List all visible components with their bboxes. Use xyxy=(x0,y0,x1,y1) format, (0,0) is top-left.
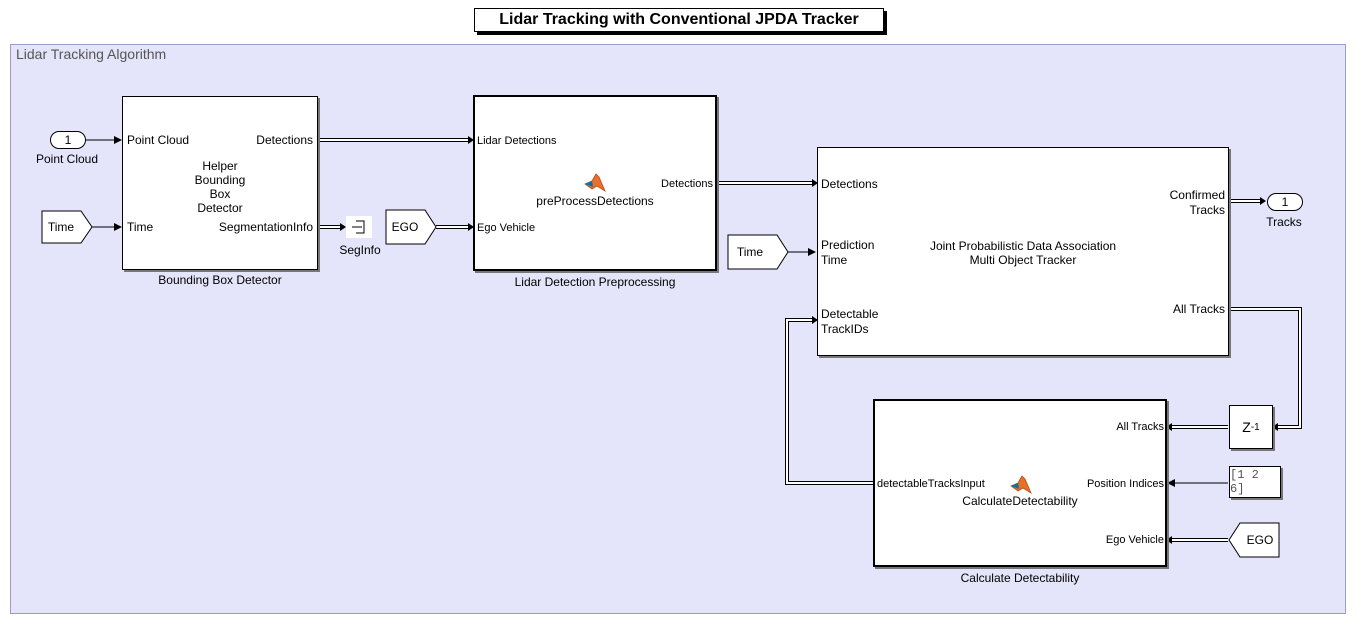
bbd-out-port-segmentation-info: SegmentationInfo xyxy=(218,220,313,234)
jpda-text-line: Joint Probabilistic Data Association xyxy=(929,239,1117,253)
seginfo-terminator[interactable] xyxy=(346,216,372,238)
bbd-text-line: Box xyxy=(209,187,231,201)
jpda-in-port-trackids: TrackIDs xyxy=(821,322,869,336)
outport-tracks[interactable]: 1 xyxy=(1267,193,1303,211)
diagram-title: Lidar Tracking with Conventional JPDA Tr… xyxy=(474,8,884,32)
constant-value: [1 2 6] xyxy=(1230,468,1259,496)
preproc-block-name: Lidar Detection Preprocessing xyxy=(514,275,676,289)
inport-point-cloud[interactable]: 1 xyxy=(50,131,86,149)
matlab-function-icon xyxy=(1010,475,1032,495)
from-ego-block-1[interactable] xyxy=(385,209,437,245)
jpda-tracker-block[interactable] xyxy=(817,147,1229,356)
bus-wires xyxy=(317,136,1302,544)
matlab-function-icon xyxy=(584,173,606,193)
calc-in-port-ego-vehicle: Ego Vehicle xyxy=(1105,534,1164,546)
from-time-block-1[interactable] xyxy=(41,210,93,244)
from-ego-label-1: EGO xyxy=(391,220,419,234)
single-wires xyxy=(85,136,1228,487)
calc-function-name: CalculateDetectability xyxy=(962,494,1078,508)
delay-exponent: -1 xyxy=(1250,421,1260,433)
seginfo-label: SegInfo xyxy=(339,243,381,257)
calc-block-name: Calculate Detectability xyxy=(960,571,1080,585)
preproc-in-port-lidar-detections: Lidar Detections xyxy=(477,135,557,147)
from-time-label-1: Time xyxy=(47,220,75,234)
jpda-in-port-time: Time xyxy=(821,253,848,267)
from-time-block-2[interactable] xyxy=(727,234,789,270)
jpda-in-port-detections: Detections xyxy=(821,177,878,191)
area-label: Lidar Tracking Algorithm xyxy=(16,46,167,62)
bbd-text-line: Detector xyxy=(197,201,243,215)
bbd-block-name: Bounding Box Detector xyxy=(158,273,282,287)
bounding-box-detector-block[interactable] xyxy=(122,96,318,270)
preproc-out-port-detections: Detections xyxy=(661,178,713,190)
jpda-center-text: Joint Probabilistic Data Association Mul… xyxy=(898,239,1148,267)
unit-delay-block[interactable]: Z-1 xyxy=(1229,405,1273,449)
jpda-out-port-all-tracks: All Tracks xyxy=(1172,302,1225,316)
bbd-out-port-detections: Detections xyxy=(256,133,313,147)
bbd-center-text: Helper Bounding Box Detector xyxy=(180,159,260,215)
diagram-title-text: Lidar Tracking with Conventional JPDA Tr… xyxy=(499,11,859,28)
bbd-in-port-point-cloud: Point Cloud xyxy=(127,133,190,147)
preproc-in-port-ego-vehicle: Ego Vehicle xyxy=(477,222,536,234)
jpda-out-port-tracks: Tracks xyxy=(1189,203,1225,217)
from-ego-block-2[interactable] xyxy=(1228,522,1280,558)
inport-number: 1 xyxy=(64,133,72,147)
from-time-label-2: Time xyxy=(736,245,764,259)
jpda-in-port-prediction: Prediction xyxy=(821,238,875,252)
calc-out-port-detectable-tracks-input: detectableTracksInput xyxy=(877,478,985,490)
bbd-in-port-time: Time xyxy=(127,220,154,234)
inport-label: Point Cloud xyxy=(35,152,99,166)
delay-base: Z xyxy=(1242,419,1251,435)
calc-in-port-position-indices: Position Indices xyxy=(1086,478,1164,490)
outport-label: Tracks xyxy=(1266,215,1302,229)
bbd-text-line: Helper xyxy=(202,159,238,173)
calc-in-port-all-tracks: All Tracks xyxy=(1116,421,1164,433)
from-ego-label-2: EGO xyxy=(1246,533,1274,547)
outport-number: 1 xyxy=(1281,195,1289,209)
bbd-text-line: Bounding xyxy=(194,173,246,187)
jpda-out-port-confirmed: Confirmed xyxy=(1169,188,1225,202)
jpda-text-line: Multi Object Tracker xyxy=(969,253,1077,267)
preproc-function-name: preProcessDetections xyxy=(536,194,654,208)
constant-block[interactable]: [1 2 6] xyxy=(1229,466,1281,498)
jpda-in-port-detectable: Detectable xyxy=(821,307,879,321)
